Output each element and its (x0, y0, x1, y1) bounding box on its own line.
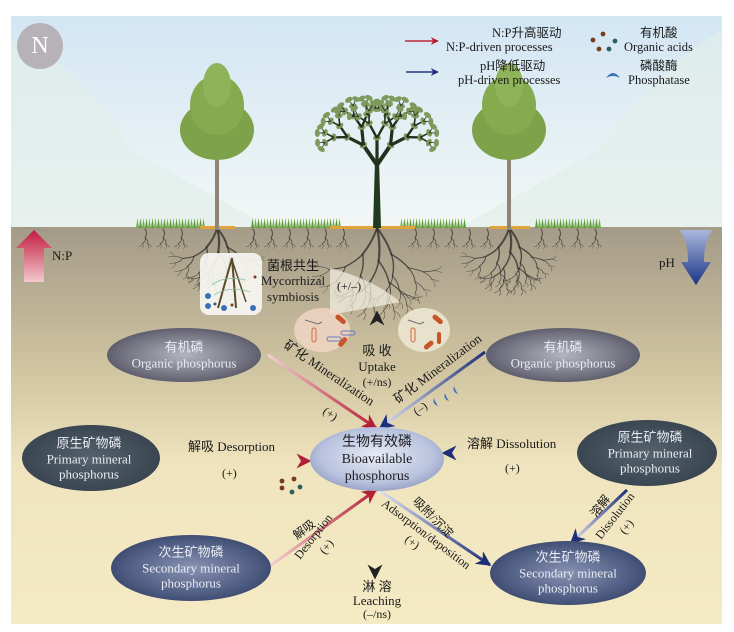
secondary-p-left-zh: 次生矿物磷 (158, 544, 224, 560)
legend-organic-acid-icon (590, 31, 618, 52)
bioavailable-p-en1: Bioavailable (341, 451, 413, 467)
desorption-primary-effect: (+) (222, 466, 237, 480)
primary-p-right-label: 原生矿物磷 Primary mineral phosphorus (608, 430, 693, 477)
phosphatase-icon-right (433, 386, 458, 406)
organic-p-left-node (107, 328, 261, 382)
secondary-p-right-node (490, 541, 646, 605)
bioavailable-p-label: 生物有效磷 Bioavailable phosphorus (342, 435, 413, 485)
primary-p-left-en2: phosphorus (59, 466, 119, 482)
legend-ph-zh: pH降低驱动 (480, 59, 546, 73)
primary-p-left-label: 原生矿物磷 Primary mineral phosphorus (47, 436, 132, 483)
secondary-p-right-zh: 次生矿物磷 (535, 549, 601, 565)
legend-np-en: N:P-driven processes (446, 40, 553, 54)
secondary-p-right-en1: Secondary mineral (519, 565, 617, 581)
organic-p-left-label: 有机磷 Organic phosphorus (132, 339, 237, 370)
dissolution-secondary-arrow (569, 488, 629, 545)
leaching-en: Leaching (352, 593, 402, 608)
mycorrhiza-zh: 菌根共生 (266, 258, 320, 273)
primary-p-left-node (22, 425, 160, 491)
north-letter: N (31, 32, 49, 59)
primary-p-left-zh: 原生矿物磷 (56, 435, 122, 451)
organic-acid-dots (279, 476, 303, 495)
microbes-right (398, 308, 450, 352)
north-badge: N (17, 23, 63, 69)
leaching-effect: (–/ns) (363, 607, 391, 621)
organic-p-right-node (486, 328, 640, 382)
tree-left (180, 63, 254, 230)
dissolution-primary-effect: (+) (505, 461, 520, 475)
np-indicator-label: N:P (52, 248, 73, 263)
organic-p-right-en: Organic phosphorus (510, 355, 616, 370)
mineralization-right-arrow (378, 350, 486, 430)
dissolution-primary-label: 溶解 Dissolution (467, 436, 557, 451)
leaching-zh: 淋 溶 (362, 579, 392, 594)
legend-ph-en: pH-driven processes (458, 73, 561, 87)
secondary-p-right-en2: phosphorus (538, 580, 598, 596)
secondary-p-left-en2: phosphorus (161, 575, 221, 591)
microbes-left (294, 308, 356, 352)
uptake-en: Uptake (358, 359, 396, 374)
ph-indicator-label: pH (659, 255, 675, 270)
legend-organic-acids-en: Organic acids (624, 40, 693, 54)
primary-p-right-en2: phosphorus (620, 460, 680, 476)
primary-p-right-en1: Primary mineral (607, 445, 693, 461)
mycorrhizal-inset (200, 253, 400, 315)
legend-phosphatase-icon (588, 73, 620, 78)
uptake-zh: 吸 收 (362, 343, 392, 358)
hill-right (460, 30, 722, 227)
primary-p-left-en1: Primary mineral (46, 451, 132, 467)
desorption-primary-label: 解吸 Desorption (188, 439, 276, 454)
adsorption-arrow (379, 489, 492, 567)
organic-p-left-zh: 有机磷 (164, 339, 204, 355)
mineralization-left-effect: (+) (320, 404, 340, 424)
secondary-p-left-en1: Secondary mineral (142, 560, 240, 576)
organic-p-right-label: 有机磷 Organic phosphorus (511, 339, 616, 370)
tree-center (314, 95, 440, 228)
legend-organic-acids-zh: 有机酸 (640, 26, 678, 40)
organic-p-right-zh: 有机磷 (543, 339, 583, 355)
mineralization-right-effect: (–) (410, 399, 430, 419)
hill-left (11, 40, 270, 227)
np-up-arrow (16, 227, 52, 282)
legend-phosphatase-en: Phosphatase (628, 73, 690, 87)
ph-down-arrow (677, 230, 716, 285)
mycorrhiza-en2: symbiosis (266, 289, 320, 304)
uptake-effect: (+/ns) (362, 375, 392, 389)
desorption-secondary-arrow (269, 488, 378, 568)
mycorrhiza-effect: (+/–) (337, 279, 362, 293)
tree-right (472, 63, 546, 230)
bioavailable-p-en2: phosphorus (344, 468, 410, 484)
secondary-p-left-label: 次生矿物磷 Secondary mineral phosphorus (142, 545, 240, 592)
organic-p-left-en: Organic phosphorus (131, 355, 237, 370)
primary-p-right-zh: 原生矿物磷 (617, 429, 683, 445)
primary-p-right-node (577, 420, 717, 486)
secondary-p-right-label: 次生矿物磷 Secondary mineral phosphorus (519, 550, 617, 597)
bioavailable-p-zh: 生物有效磷 (341, 434, 412, 450)
secondary-p-left-node (111, 535, 271, 601)
mycorrhiza-en1: Mycorrhizal (260, 273, 326, 288)
legend-phosphatase-zh: 磷酸酶 (640, 59, 678, 73)
bioavailable-p-node (310, 427, 444, 491)
mineralization-left-arrow (267, 353, 378, 430)
legend-np-zh: N:P升高驱动 (492, 26, 562, 40)
